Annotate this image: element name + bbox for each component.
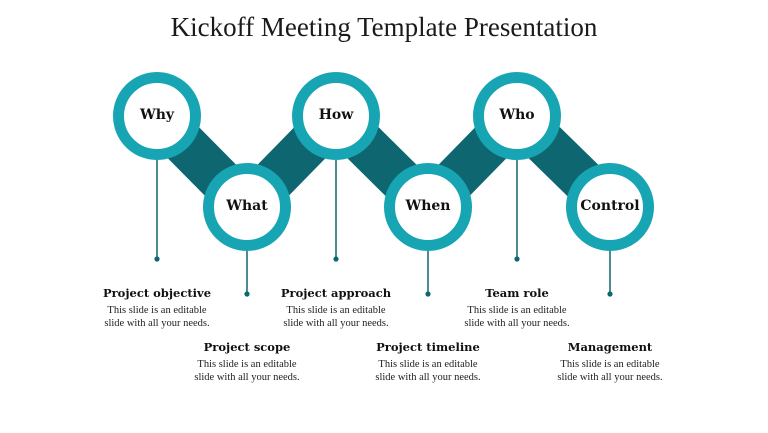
ring-control: [566, 163, 654, 251]
info-heading: Project timeline: [376, 340, 480, 354]
info-block-project-timeline: Project timeline This slide is an editab…: [358, 339, 498, 384]
ring-why: [113, 72, 201, 160]
info-block-project-objective: Project objective This slide is an edita…: [87, 285, 227, 330]
slide-title: Kickoff Meeting Template Presentation: [170, 12, 598, 42]
info-block-project-approach: Project approach This slide is an editab…: [266, 285, 406, 330]
info-heading: Management: [567, 340, 653, 354]
ring-when: [384, 163, 472, 251]
stems: [156, 160, 611, 294]
node-label-what: What: [226, 198, 268, 214]
ring-how: [292, 72, 380, 160]
stem-dots: [154, 256, 613, 297]
node-label-how: How: [318, 107, 354, 123]
node-label-control: Control: [580, 198, 640, 214]
node-label-who: Who: [499, 107, 535, 123]
ring-who: [473, 72, 561, 160]
node-label-why: Why: [139, 107, 175, 123]
info-heading: Team role: [485, 286, 549, 300]
node-label-when: When: [405, 198, 451, 214]
info-heading: Project scope: [203, 340, 291, 354]
ring-what: [203, 163, 291, 251]
info-heading: Project objective: [102, 286, 212, 300]
rings: [113, 72, 654, 251]
info-heading: Project approach: [280, 286, 392, 300]
